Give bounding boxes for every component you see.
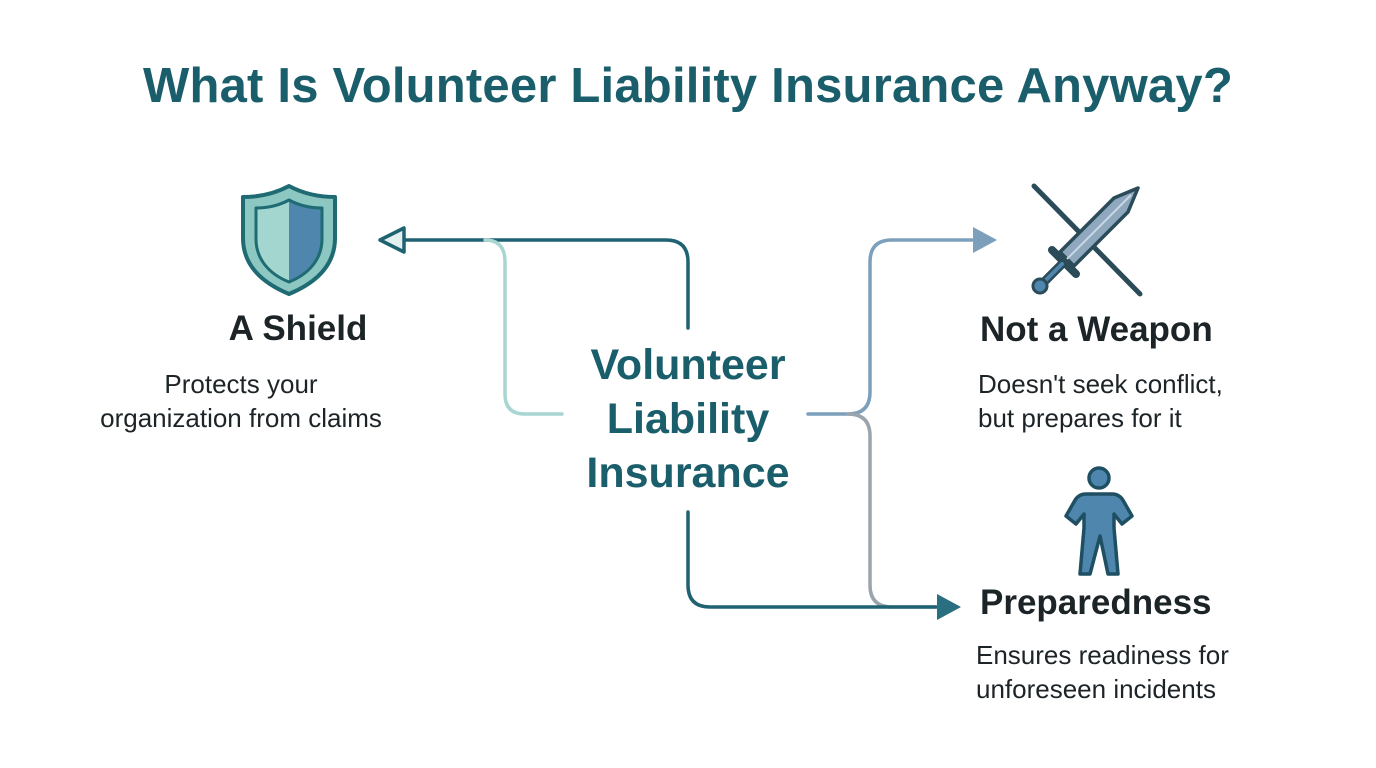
connector-center-bottom-to-preparedness: [686, 510, 938, 609]
arrowhead-weapon: [973, 227, 997, 253]
arrowhead-preparedness: [937, 594, 961, 620]
center-line-2: Liability: [606, 395, 770, 443]
connector-center-to-preparedness-gray: [846, 412, 938, 609]
person-standing-icon: [1064, 466, 1134, 576]
center-line-1: Volunteer: [590, 341, 786, 389]
connector-center-to-weapon: [806, 238, 974, 416]
crossed-out-sword-icon: [1031, 183, 1143, 297]
connector-center-left-light: [483, 238, 564, 416]
weapon-heading: Not a Weapon: [980, 310, 1213, 349]
preparedness-heading: Preparedness: [980, 583, 1212, 622]
preparedness-desc-line-2: unforeseen incidents: [976, 674, 1216, 704]
page-title: What Is Volunteer Liability Insurance An…: [143, 59, 1233, 113]
shield-heading: A Shield: [228, 309, 368, 348]
shield-desc-line-1: Protects your: [164, 369, 318, 399]
center-concept: Volunteer Liability Insurance: [538, 338, 838, 500]
weapon-desc-line-1: Doesn't seek conflict,: [978, 369, 1223, 399]
preparedness-description: Ensures readiness for unforeseen inciden…: [976, 638, 1229, 706]
shield-desc-line-2: organization from claims: [100, 403, 382, 433]
arrowhead-shield: [378, 226, 406, 254]
weapon-desc-line-2: but prepares for it: [978, 403, 1182, 433]
weapon-description: Doesn't seek conflict, but prepares for …: [978, 367, 1223, 435]
center-line-3: Insurance: [586, 449, 790, 497]
connector-center-to-shield: [390, 238, 690, 330]
preparedness-desc-line-1: Ensures readiness for: [976, 640, 1229, 670]
shield-description: Protects your organization from claims: [0, 367, 482, 435]
shield-icon: [241, 184, 337, 296]
